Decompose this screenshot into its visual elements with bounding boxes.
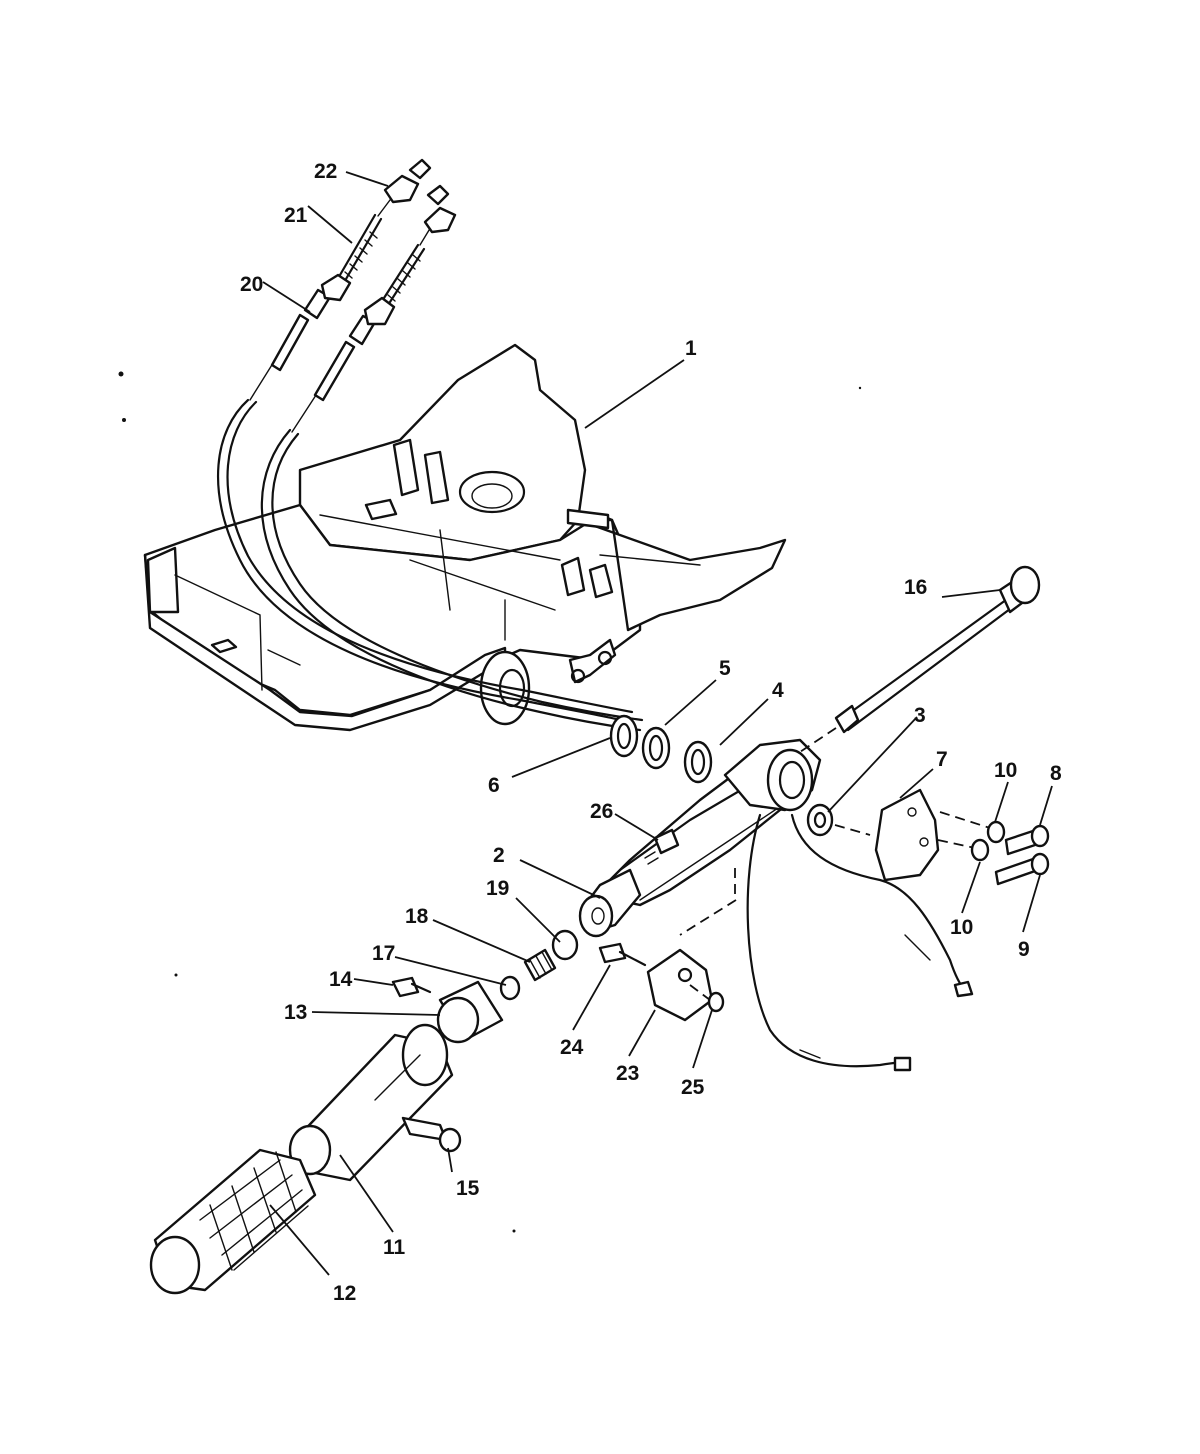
callout-14: 14 xyxy=(329,968,353,991)
callout-4: 4 xyxy=(772,679,784,702)
callout-22: 22 xyxy=(314,160,337,183)
callout-15: 15 xyxy=(456,1177,480,1200)
callout-19: 19 xyxy=(486,877,509,900)
callout-17: 17 xyxy=(372,942,395,965)
throttle-cables xyxy=(216,158,644,732)
part-11-throttle-tube xyxy=(288,1023,462,1182)
callout-11: 11 xyxy=(383,1236,406,1259)
callout-1: 1 xyxy=(685,337,697,360)
callout-24: 24 xyxy=(560,1036,584,1059)
speck xyxy=(512,1229,516,1233)
callout-23: 23 xyxy=(616,1062,639,1085)
callout-20: 20 xyxy=(240,273,263,296)
speck xyxy=(858,386,862,390)
callout-26: 26 xyxy=(590,800,613,823)
speck xyxy=(174,973,178,977)
callout-16: 16 xyxy=(904,576,927,599)
callout-12: 12 xyxy=(333,1282,356,1305)
callout-10-lower: 10 xyxy=(950,916,973,939)
callout-2: 2 xyxy=(493,844,505,867)
part-12-grip xyxy=(149,1148,317,1295)
part-2-tiller-arm xyxy=(578,738,974,1072)
callout-8: 8 xyxy=(1050,762,1062,785)
callout-7: 7 xyxy=(936,748,948,771)
parts-23-24-25 xyxy=(598,868,737,1022)
callout-5: 5 xyxy=(719,657,731,680)
callout-9: 9 xyxy=(1018,938,1030,961)
parts-17-18-19 xyxy=(499,929,579,1001)
callout-6: 6 xyxy=(488,774,500,797)
part-16-throttle-shaft xyxy=(799,565,1041,753)
callout-21: 21 xyxy=(284,204,308,227)
speck xyxy=(122,418,126,422)
leader-lines xyxy=(262,171,1053,1276)
callout-25: 25 xyxy=(681,1076,705,1099)
part-7-cover-plate xyxy=(874,788,991,882)
callout-labels: 1 2 3 4 5 6 7 8 9 10 10 11 12 13 14 15 1… xyxy=(240,160,1062,1305)
screws-and-washers xyxy=(970,820,1050,886)
part-3-washer xyxy=(806,803,871,837)
part-1-tray-housing xyxy=(143,343,787,732)
callout-13: 13 xyxy=(284,1001,307,1024)
callout-18: 18 xyxy=(405,905,429,928)
callout-10-upper: 10 xyxy=(994,759,1017,782)
parts-13-14 xyxy=(391,976,504,1044)
speck xyxy=(118,371,124,377)
washers-4-5-6 xyxy=(609,714,713,784)
callout-3: 3 xyxy=(914,704,926,727)
